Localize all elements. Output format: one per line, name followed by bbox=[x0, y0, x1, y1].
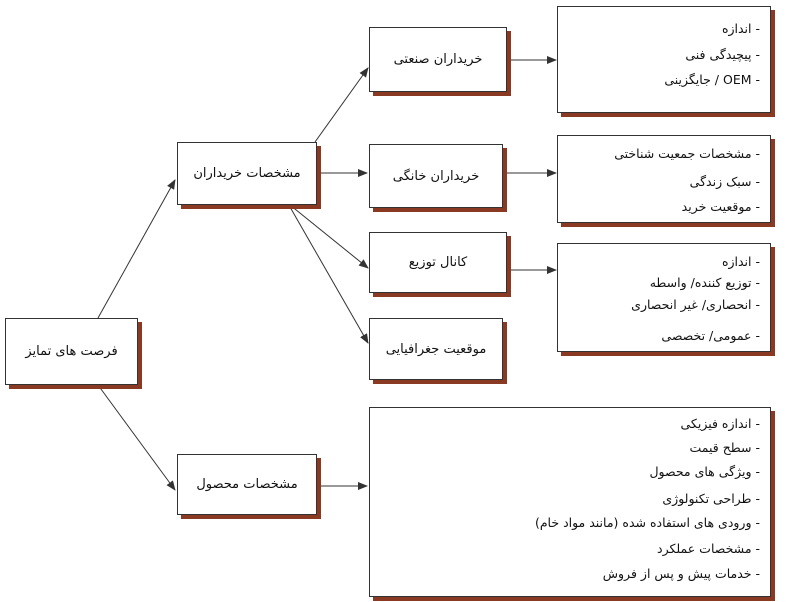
household-list: - مشخصات جمعیت شناختی - سبک زندگی - موقع… bbox=[557, 135, 771, 223]
product-list: - اندازه فیزیکی - سطح قیمت - ویژگی های م… bbox=[369, 407, 771, 597]
list-item: - پیچیدگی فنی bbox=[685, 47, 760, 62]
product-node: مشخصات محصول bbox=[177, 454, 317, 515]
arrow-root-product bbox=[97, 384, 176, 491]
industrial-list: - اندازه - پیچیدگی فنی - OEM / جایگزینی bbox=[557, 6, 771, 113]
geo-node-label: موقعیت جغرافیایی bbox=[385, 341, 487, 357]
arrow-root-buyers bbox=[97, 179, 176, 319]
list-item: - توزیع کننده/ واسطه bbox=[649, 275, 760, 290]
buyers-node: مشخصات خریداران bbox=[177, 142, 317, 205]
list-item: - اندازه bbox=[721, 254, 760, 269]
list-item: - اندازه فیزیکی bbox=[680, 416, 760, 431]
arrow-buyers-geo bbox=[289, 206, 369, 344]
channel-node-label: کانال توزیع bbox=[408, 255, 468, 270]
buyers-node-label: مشخصات خریداران bbox=[193, 166, 301, 181]
list-item: - سبک زندگی bbox=[689, 174, 760, 189]
household-node: خریداران خانگی bbox=[369, 144, 503, 208]
list-item: - عمومی/ تخصصی bbox=[661, 328, 760, 343]
list-item: - ویژگی های محصول bbox=[649, 464, 760, 479]
list-item: - OEM / جایگزینی bbox=[664, 72, 760, 87]
industrial-node: خریداران صنعتی bbox=[369, 27, 507, 92]
geo-node: موقعیت جغرافیایی bbox=[369, 318, 503, 380]
list-item: - خدمات پیش و پس از فروش bbox=[602, 566, 760, 581]
list-item: - مشخصات جمعیت شناختی bbox=[614, 146, 760, 161]
list-item: - ورودی های استفاده شده (مانند مواد خام) bbox=[534, 515, 760, 530]
channel-node: کانال توزیع bbox=[369, 232, 507, 293]
list-item: - انحصاری/ غیر انحصاری bbox=[631, 297, 760, 312]
root-node-label: فرصت های تمایز bbox=[25, 344, 118, 359]
list-item: - مشخصات عملکرد bbox=[657, 541, 760, 556]
product-node-label: مشخصات محصول bbox=[196, 477, 298, 492]
list-item: - موقعیت خرید bbox=[681, 199, 760, 214]
root-node: فرصت های تمایز bbox=[5, 318, 138, 385]
industrial-node-label: خریداران صنعتی bbox=[393, 52, 483, 67]
list-item: - طراحی تکنولوژی bbox=[662, 491, 760, 506]
list-item: - سطح قیمت bbox=[689, 440, 760, 455]
channel-list: - اندازه - توزیع کننده/ واسطه - انحصاری/… bbox=[557, 243, 771, 352]
list-item: - اندازه bbox=[721, 21, 760, 36]
arrow-buyers-industrial bbox=[314, 67, 369, 143]
arrow-buyers-channel bbox=[289, 204, 369, 269]
household-node-label: خریداران خانگی bbox=[392, 168, 480, 184]
